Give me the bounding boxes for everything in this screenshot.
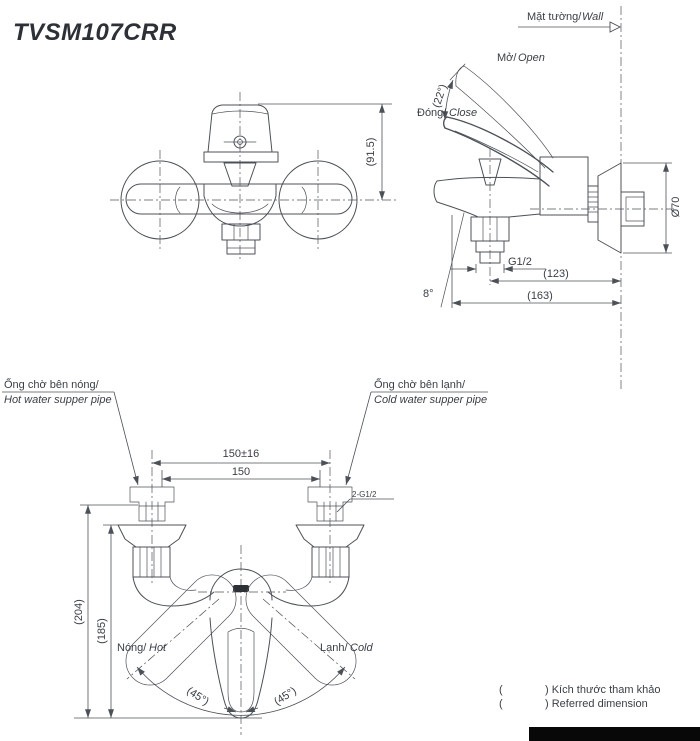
spout-side	[433, 158, 541, 264]
dim-height-label: (91.5)	[365, 138, 377, 167]
spout-angle-label: 8°	[423, 288, 434, 300]
cold-pipe-label-en: Cold water supper pipe	[374, 394, 487, 406]
hot-label-vi: Nóng/	[117, 642, 147, 654]
dim-163-label: (163)	[527, 290, 553, 302]
legend-referred-vi: ) Kích thước tham khảo	[545, 684, 660, 696]
legend-paren-2: (	[499, 698, 503, 710]
open-label-vi: Mở/	[497, 52, 517, 64]
close-label-en: Close	[449, 107, 477, 119]
side-view: Mặt tường/ Wall (22°) Mở/ Open Đóng/ Clo…	[417, 6, 682, 392]
handle-angle-dimension: (45°) (45°)	[136, 666, 346, 716]
open-label-en: Open	[518, 52, 545, 64]
hot-label-en: Hot	[149, 642, 167, 654]
wall-flange-discs	[120, 160, 358, 240]
handle-phantom-right	[245, 574, 357, 686]
outlet-thread-dimension: G1/2	[450, 256, 546, 273]
brand-logo	[233, 585, 249, 592]
inlet-thread-callout: 2-G1/2	[336, 490, 394, 513]
dim-185-label: (185)	[96, 618, 108, 644]
inlet-thread-label: 2-G1/2	[352, 490, 377, 499]
hot-supply-pipe	[129, 486, 175, 522]
dimension-163: (163)	[451, 215, 621, 308]
front-view: (91.5)	[110, 92, 396, 262]
spout-front	[203, 183, 277, 255]
faucet-handle-front	[203, 104, 279, 187]
outlet-thread-label: G1/2	[508, 256, 532, 268]
handle-closed-position	[443, 116, 554, 187]
legend: ( ) Kích thước tham khảo ( ) Referred di…	[499, 684, 660, 710]
dim-150-tol-label: 150±16	[223, 448, 260, 460]
cold-pipe-label-vi: Ống chờ bên lạnh/	[374, 377, 466, 391]
dim-204-label: (204)	[73, 599, 85, 625]
open-angle-label: (22°)	[431, 83, 450, 110]
front-view-centerlines	[110, 92, 396, 262]
dim-123-label: (123)	[543, 268, 569, 280]
close-label-vi: Đóng/	[417, 107, 447, 119]
cold-pipe-callout: Ống chờ bên lạnh/ Cold water supper pipe	[345, 377, 488, 486]
cold-supply-pipe	[307, 486, 353, 522]
flange-diameter-label: Ø70	[670, 197, 682, 218]
dimension-91-5: (91.5)	[258, 103, 392, 200]
dimension-204: (204)	[73, 504, 138, 718]
footer-bar	[529, 727, 700, 741]
hot-pipe-label-vi: Ống chờ bên nóng/	[4, 377, 100, 391]
product-code-title: TVSM107CRR	[13, 19, 177, 46]
faucet-body-bottom	[117, 524, 365, 607]
bottom-centerlines	[151, 450, 331, 735]
bottom-view: Ống chờ bên nóng/ Hot water supper pipe …	[2, 377, 488, 735]
dimension-150: 150	[161, 466, 321, 487]
body-side	[539, 156, 645, 254]
dimension-185: (185)	[96, 524, 126, 718]
hot-pipe-callout: Ống chờ bên nóng/ Hot water supper pipe	[2, 377, 139, 486]
dimension-150-tol: 150±16	[152, 448, 330, 466]
hot-pipe-label-en: Hot water supper pipe	[4, 394, 112, 406]
dim-150-label: 150	[232, 466, 250, 478]
wall-callout: Mặt tường/ Wall	[518, 11, 622, 33]
cold-label-en: Cold	[350, 642, 374, 654]
legend-referred-en: ) Referred dimension	[545, 698, 648, 710]
handle-phantom-left	[125, 574, 237, 686]
wall-label-vi: Mặt tường/	[527, 11, 582, 23]
dimension-123: (123)	[490, 268, 621, 284]
faucet-body-front	[125, 183, 353, 215]
wall-arrowhead-icon	[609, 21, 622, 33]
legend-paren-1: (	[499, 684, 503, 696]
flange-diameter-dimension: Ø70	[623, 162, 682, 254]
cold-label-vi: Lạnh/	[320, 642, 348, 654]
wall-label-en: Wall	[582, 11, 604, 23]
spout-angle-annotation: 8°	[423, 212, 465, 308]
